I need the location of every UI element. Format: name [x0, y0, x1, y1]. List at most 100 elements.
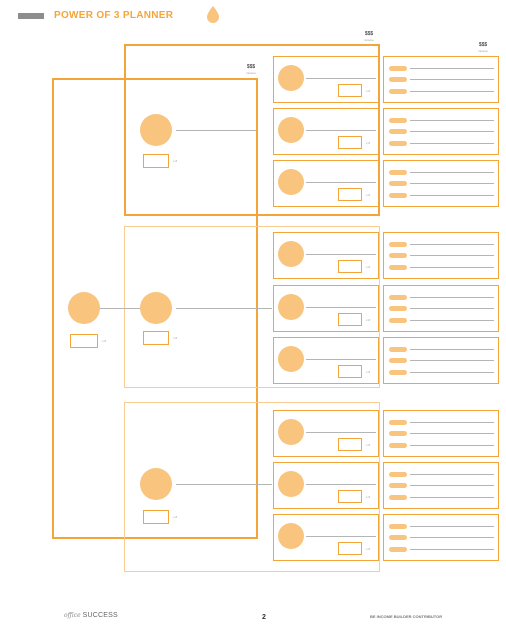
level-4-line[interactable] — [410, 267, 494, 268]
level-4-line[interactable] — [410, 120, 494, 121]
level-4-line[interactable] — [410, 360, 494, 361]
level-4-line[interactable] — [410, 79, 494, 80]
level-4-pill — [389, 129, 407, 134]
level-3-label: $$$ — [364, 31, 374, 37]
footer-brand-word: SUCCESS — [82, 612, 118, 619]
card-line — [306, 307, 376, 308]
level-4-pill — [389, 547, 407, 552]
level-4-line[interactable] — [410, 131, 494, 132]
level-3-card — [273, 462, 379, 509]
level-3-circle — [278, 65, 304, 91]
level-4-line[interactable] — [410, 183, 494, 184]
level-2-circle — [140, 292, 172, 324]
level-4-line[interactable] — [410, 143, 494, 144]
level-4-pill — [389, 524, 407, 529]
footer-credit: BE INCOME BUILDER CONTRIBUTOR — [370, 614, 443, 619]
level-4-pill — [389, 318, 407, 323]
card-line — [306, 182, 376, 183]
level-2-input[interactable] — [143, 154, 169, 168]
level-3-card — [273, 285, 379, 332]
level-4-line[interactable] — [410, 422, 494, 423]
level-3-input[interactable] — [338, 136, 362, 149]
level-2-unit: x # — [173, 336, 178, 340]
level-3-card — [273, 514, 379, 561]
page-title: POWER OF 3 PLANNER — [54, 10, 174, 21]
level-3-card — [273, 56, 379, 103]
connector-line — [100, 308, 140, 309]
level-4-line[interactable] — [410, 433, 494, 434]
level-4-pill — [389, 306, 407, 311]
level-3-circle — [278, 294, 304, 320]
level-4-line[interactable] — [410, 372, 494, 373]
level-4-line[interactable] — [410, 526, 494, 527]
level-4-line[interactable] — [410, 320, 494, 321]
level-4-pill — [389, 443, 407, 448]
level-3-input[interactable] — [338, 542, 362, 555]
level-4-pill — [389, 295, 407, 300]
branch-2-frame — [124, 226, 380, 388]
level-4-line[interactable] — [410, 308, 494, 309]
level-4-card — [383, 56, 499, 103]
level-4-line[interactable] — [410, 474, 494, 475]
level-4-pill — [389, 193, 407, 198]
level-4-pill — [389, 431, 407, 436]
level-3-input[interactable] — [338, 188, 362, 201]
level-3-input[interactable] — [338, 260, 362, 273]
level-4-line[interactable] — [410, 549, 494, 550]
level-3-sub: income — [364, 38, 374, 42]
level-2-input[interactable] — [143, 510, 169, 524]
level-4-line[interactable] — [410, 485, 494, 486]
level-4-line[interactable] — [410, 537, 494, 538]
level-4-line[interactable] — [410, 297, 494, 298]
level-2-label: $$$ — [246, 64, 256, 70]
level-3-circle — [278, 117, 304, 143]
level-4-pill — [389, 141, 407, 146]
level-4-pill — [389, 483, 407, 488]
card-line — [306, 130, 376, 131]
level-3-unit: x # — [366, 89, 371, 93]
level-3-input[interactable] — [338, 438, 362, 451]
level-3-unit: x # — [366, 443, 371, 447]
level-3-input[interactable] — [338, 365, 362, 378]
level-3-input[interactable] — [338, 84, 362, 97]
footer-brand-italic: office — [64, 612, 81, 619]
level-4-line[interactable] — [410, 349, 494, 350]
header-bar-icon — [18, 13, 44, 19]
level-4-card — [383, 285, 499, 332]
level-4-card — [383, 514, 499, 561]
level-2-circle — [140, 114, 172, 146]
level-4-line[interactable] — [410, 91, 494, 92]
level-1-circle — [68, 292, 100, 324]
level-3-input[interactable] — [338, 313, 362, 326]
level-4-line[interactable] — [410, 255, 494, 256]
connector-line — [176, 130, 256, 131]
card-line — [306, 254, 376, 255]
card-line — [306, 359, 376, 360]
footer-brand: office SUCCESS — [64, 612, 118, 619]
connector-line — [176, 308, 272, 309]
level-4-line[interactable] — [410, 445, 494, 446]
level-1-input[interactable] — [70, 334, 98, 348]
level-4-pill — [389, 89, 407, 94]
drop-icon — [207, 6, 219, 23]
level-3-circle — [278, 169, 304, 195]
level-4-line[interactable] — [410, 172, 494, 173]
level-3-input[interactable] — [338, 490, 362, 503]
level-4-line[interactable] — [410, 68, 494, 69]
card-line — [306, 78, 376, 79]
level-2-circle — [140, 468, 172, 500]
level-4-line[interactable] — [410, 244, 494, 245]
level-4-pill — [389, 253, 407, 258]
level-4-sub: income — [478, 49, 488, 53]
level-4-pill — [389, 118, 407, 123]
level-4-label: $$$ — [478, 42, 488, 48]
level-4-line[interactable] — [410, 497, 494, 498]
level-2-input[interactable] — [143, 331, 169, 345]
level-3-unit: x # — [366, 193, 371, 197]
level-4-pill — [389, 170, 407, 175]
connector-line — [176, 484, 272, 485]
level-4-card — [383, 160, 499, 207]
level-4-line[interactable] — [410, 195, 494, 196]
branch-3-frame — [124, 402, 380, 572]
card-line — [306, 432, 376, 433]
